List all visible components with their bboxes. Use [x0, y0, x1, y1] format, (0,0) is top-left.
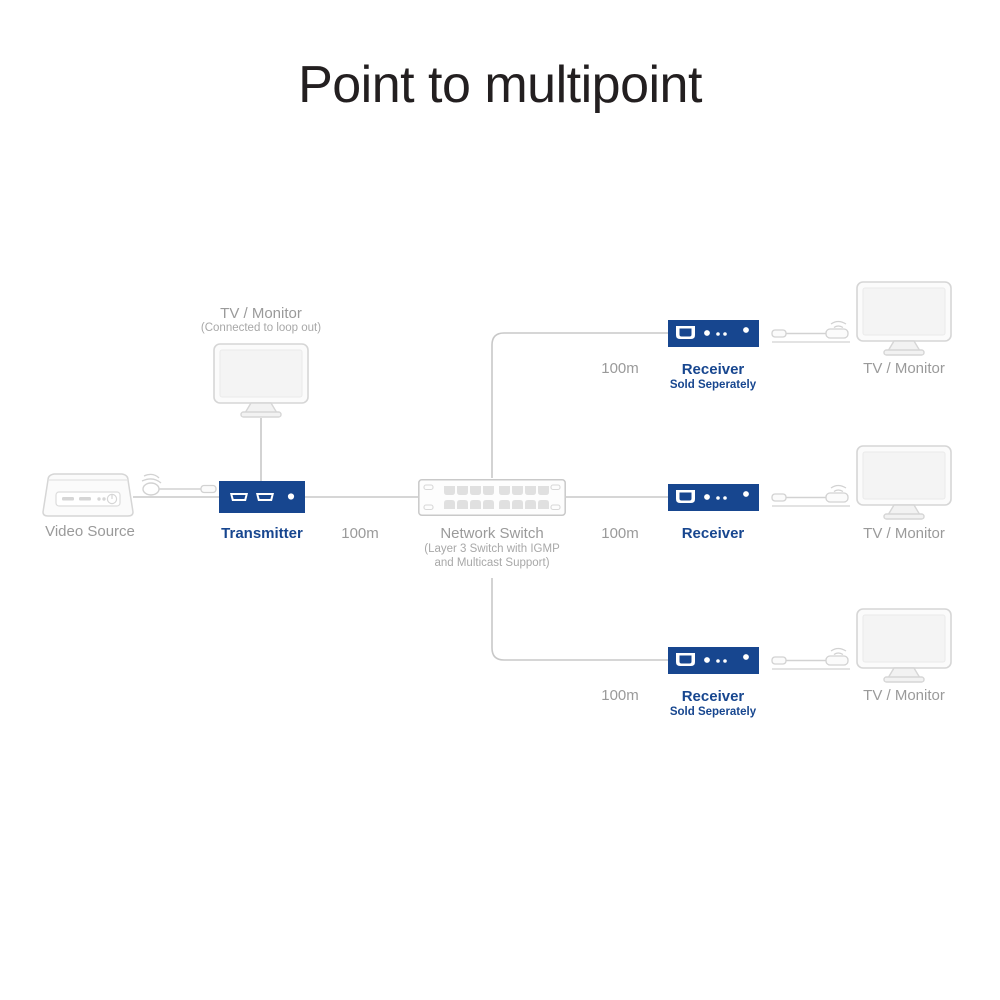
monitor-bottom-label: TV / Monitor — [863, 687, 945, 704]
signal-arc-icon — [830, 320, 847, 325]
video-source-icon — [42, 473, 134, 517]
video-source-device[interactable] — [38, 466, 138, 522]
transmitter-device[interactable] — [219, 481, 305, 513]
led-indicator-icon — [704, 657, 710, 663]
monitor-mid-device[interactable] — [856, 445, 952, 521]
transmitter-label: Transmitter — [221, 525, 303, 542]
network-switch-icon — [418, 479, 566, 516]
receiver-mid-device[interactable] — [668, 484, 759, 511]
hdmi-cable-mid — [770, 480, 854, 514]
network-switch-sublabel-2: and Multicast Support) — [434, 557, 550, 569]
led-indicator-icon — [716, 659, 720, 663]
led-indicator-icon — [704, 494, 710, 500]
transmitter-icon — [219, 481, 305, 513]
receiver-top-sublabel: Sold Seperately — [669, 379, 757, 391]
switch-ports-group — [444, 486, 549, 509]
receiver-icon — [668, 647, 759, 674]
receiver-icon — [668, 320, 759, 347]
receiver-top-label: Receiver — [681, 361, 745, 378]
receiver-top-device[interactable] — [668, 320, 759, 347]
led-indicator-icon — [716, 496, 720, 500]
led-indicator-icon — [723, 332, 727, 336]
signal-arc-icon — [143, 473, 160, 479]
monitor-top-device[interactable] — [856, 281, 952, 357]
link-label-tx-switch: 100m — [341, 525, 379, 542]
page-title: Point to multipoint — [298, 56, 702, 114]
link-switch-to-receiver-bottom — [491, 578, 668, 661]
hdmi-cable-source — [140, 470, 224, 506]
receiver-bottom-device[interactable] — [668, 647, 759, 674]
network-switch-sublabel-1: (Layer 3 Switch with IGMP — [424, 543, 560, 555]
signal-arc-icon — [830, 647, 847, 652]
hdmi-cable-bottom — [770, 643, 854, 677]
led-indicator-icon — [743, 327, 749, 333]
link-label-switch-rx-bottom: 100m — [601, 687, 639, 704]
link-label-switch-rx-top: 100m — [601, 360, 639, 377]
monitor-icon — [856, 281, 952, 356]
loop-monitor-sublabel: (Connected to loop out) — [200, 322, 322, 334]
monitor-icon — [213, 343, 309, 418]
hdmi-cable-icon — [771, 647, 850, 670]
led-indicator-icon — [743, 654, 749, 660]
monitor-mid-label: TV / Monitor — [863, 525, 945, 542]
hdmi-port-icon — [230, 493, 248, 501]
hdmi-cable-icon — [771, 320, 850, 343]
receiver-bottom-label: Receiver — [681, 688, 745, 705]
network-switch-label: Network Switch — [440, 525, 544, 542]
receiver-icon — [668, 484, 759, 511]
monitor-icon — [856, 445, 952, 520]
led-indicator-icon — [723, 659, 727, 663]
led-indicator-icon — [704, 330, 710, 336]
rj45-port-icon — [676, 490, 695, 503]
loop-monitor-device[interactable] — [213, 343, 309, 419]
signal-arc-icon — [830, 484, 847, 489]
monitor-top-label: TV / Monitor — [863, 360, 945, 377]
hdmi-cable-top — [770, 316, 854, 350]
hdmi-cable-icon — [771, 484, 850, 507]
monitor-bottom-device[interactable] — [856, 608, 952, 684]
rj45-port-icon — [676, 326, 695, 339]
led-indicator-icon — [287, 493, 295, 500]
receiver-bottom-sublabel: Sold Seperately — [669, 706, 757, 718]
receiver-mid-label: Receiver — [681, 525, 745, 542]
video-source-label: Video Source — [45, 523, 135, 540]
led-indicator-icon — [716, 332, 720, 336]
led-indicator-icon — [723, 496, 727, 500]
led-indicator-icon — [743, 491, 749, 497]
link-switch-to-receiver-top — [491, 332, 668, 478]
link-label-switch-rx-mid: 100m — [601, 525, 639, 542]
hdmi-port-icon — [256, 493, 274, 501]
rj45-port-icon — [676, 653, 695, 666]
monitor-icon — [856, 608, 952, 683]
loop-monitor-label: TV / Monitor — [220, 305, 302, 322]
hdmi-cable-icon — [141, 473, 217, 496]
network-switch-device[interactable] — [418, 479, 566, 516]
